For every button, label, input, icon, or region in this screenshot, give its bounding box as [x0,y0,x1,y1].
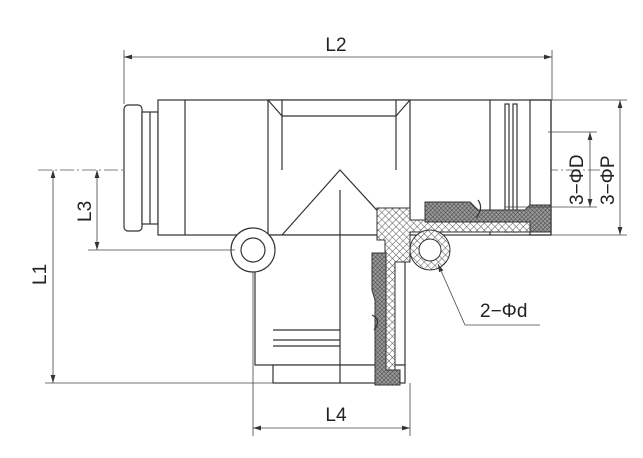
dimension-P: 3−ΦP [551,99,627,236]
dimension-d-leader: 2−Φd [437,263,540,326]
mounting-hole-left [230,227,276,273]
dimension-L3: L3 [75,170,235,251]
fitting-body [123,99,552,384]
label-D: 3−ΦD [567,154,588,205]
dimension-L4: L4 [252,272,411,436]
mounting-hole-right [409,229,451,271]
label-d: 2−Φd [480,301,527,322]
label-L3: L3 [75,201,96,222]
dimension-D: 3−ΦD [505,131,597,208]
section-view [371,199,552,386]
dimension-L2: L2 [123,35,553,104]
label-L2: L2 [325,35,346,56]
dimension-L1: L1 [30,170,273,384]
label-L1: L1 [30,264,51,285]
label-L4: L4 [325,405,347,426]
label-P: 3−ΦP [598,156,619,206]
